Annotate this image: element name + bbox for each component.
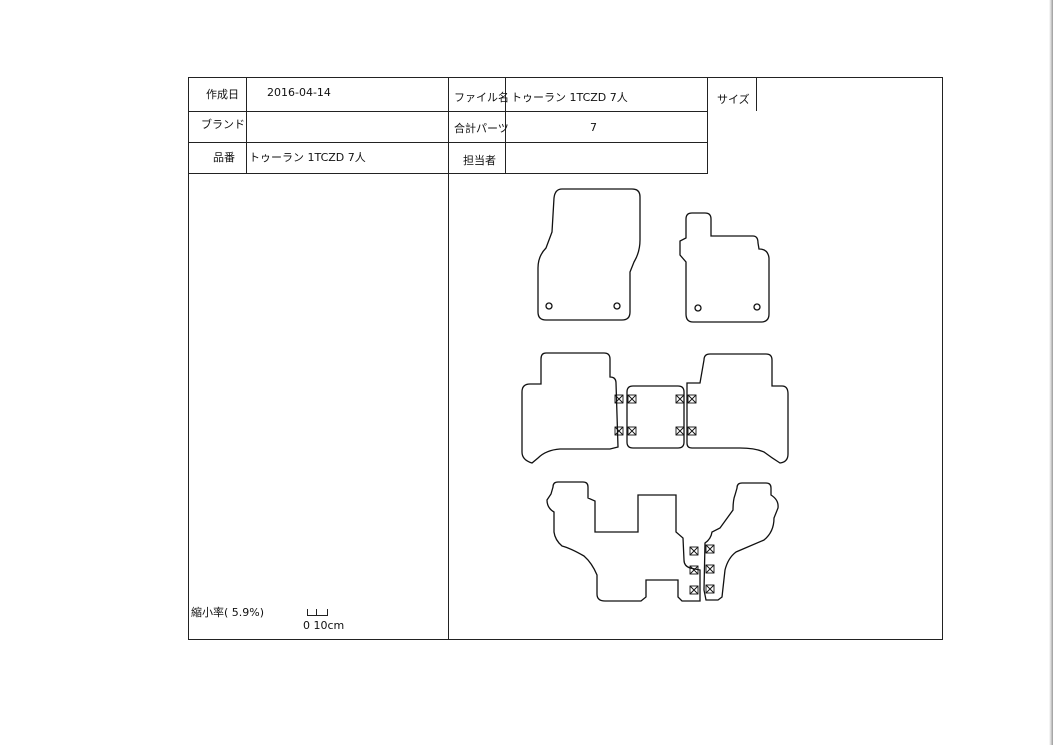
clip-marker-icon xyxy=(687,426,697,436)
col-divider-mid xyxy=(448,77,449,640)
clip-marker-icon xyxy=(627,426,637,436)
clip-marker-icon xyxy=(705,584,715,594)
clip-marker-icon xyxy=(687,394,697,404)
spec-sheet-frame xyxy=(188,77,943,640)
file-label: ファイル名 xyxy=(454,91,509,104)
col-divider-label2 xyxy=(505,77,506,173)
clip-marker-icon xyxy=(689,565,699,575)
clip-marker-icon xyxy=(689,585,699,595)
scan-edge-shadow xyxy=(1049,0,1053,745)
scale-bar-text: 0 10cm xyxy=(303,619,345,632)
product-value: トゥーラン 1TCZD 7人 xyxy=(249,151,366,164)
passenger-mat-outline xyxy=(679,212,770,323)
passenger-mat-hole-right xyxy=(753,303,761,311)
clip-marker-icon xyxy=(675,426,685,436)
created-value: 2016-04-14 xyxy=(267,86,331,99)
staff-label: 担当者 xyxy=(463,154,496,167)
driver-mat-outline xyxy=(537,188,641,321)
passenger-mat-hole-left xyxy=(694,304,702,312)
scale-label: 縮小率( 5.9%) xyxy=(191,606,265,619)
col-divider-label1 xyxy=(246,77,247,173)
col-divider-right xyxy=(707,77,708,173)
driver-mat-hole-right xyxy=(613,302,621,310)
parts-label: 合計パーツ xyxy=(454,122,509,135)
third-row-left-mat-outline xyxy=(546,481,701,602)
scale-bar-tick xyxy=(316,609,317,615)
product-label: 品番 xyxy=(213,151,235,164)
scale-bar-icon xyxy=(307,609,328,616)
clip-marker-icon xyxy=(689,546,699,556)
file-value: トゥーラン 1TCZD 7人 xyxy=(511,91,628,104)
driver-mat-hole-left xyxy=(545,302,553,310)
clip-marker-icon xyxy=(614,426,624,436)
clip-marker-icon xyxy=(627,394,637,404)
clip-marker-icon xyxy=(705,564,715,574)
second-row-right-mat-outline xyxy=(686,353,789,464)
created-label: 作成日 xyxy=(206,88,239,101)
second-row-center-mat-outline xyxy=(626,385,685,449)
third-row-right-mat-outline xyxy=(703,482,779,601)
col-divider-size xyxy=(756,77,757,111)
clip-marker-icon xyxy=(705,544,715,554)
brand-label: ブランド xyxy=(201,118,245,131)
size-label: サイズ xyxy=(717,93,750,106)
second-row-left-mat-outline xyxy=(521,352,619,464)
clip-marker-icon xyxy=(675,394,685,404)
parts-value: 7 xyxy=(590,121,597,134)
clip-marker-icon xyxy=(614,394,624,404)
